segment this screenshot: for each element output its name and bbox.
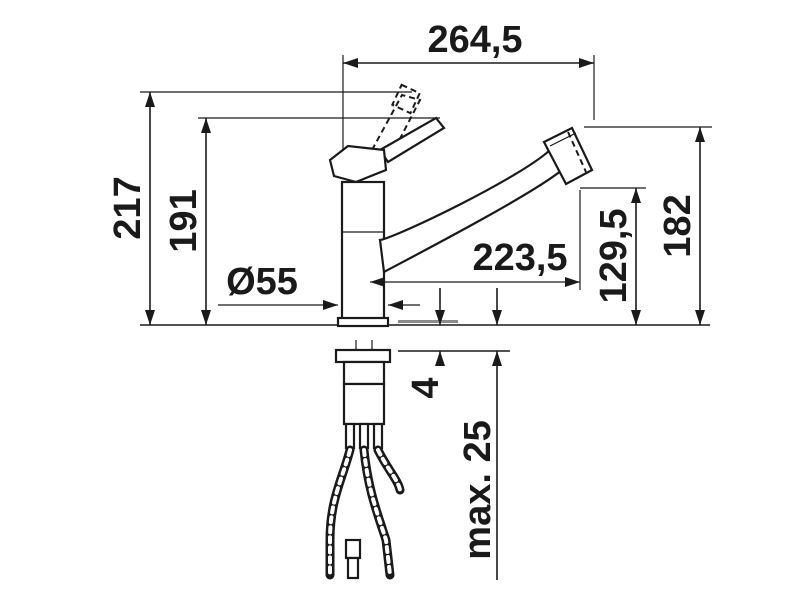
spout-height-high-label: 182 (657, 194, 699, 257)
dim-base-diameter: Ø55 (226, 261, 420, 310)
lever-handle (378, 116, 446, 164)
deck-max-label: max. 25 (457, 420, 499, 559)
dim-overall-height: 217 (107, 91, 412, 325)
deck-lines (140, 281, 710, 352)
dim-deck-max: max. 25 (457, 288, 502, 580)
dim-spout-height-high: 182 (584, 126, 712, 325)
spout-height-low-label: 129,5 (593, 208, 635, 303)
deck-min-label: 4 (405, 377, 447, 398)
body-height-label: 191 (163, 189, 205, 252)
dim-overall-reach: 264,5 (342, 19, 595, 150)
overall-reach-label: 264,5 (427, 19, 522, 61)
mounting-assembly (334, 340, 392, 450)
dim-body-height: 191 (163, 117, 440, 325)
dim-spout-height-low: 129,5 (580, 187, 646, 325)
dim-deck-min: 4 (405, 288, 447, 399)
base-diameter-label: Ø55 (226, 261, 298, 303)
lever-raised-outline (371, 83, 422, 159)
lever-hub (328, 144, 388, 184)
spout-reach-label: 223,5 (472, 237, 567, 279)
base-flange (336, 316, 390, 328)
faucet-column (340, 180, 386, 324)
spray-head (542, 126, 594, 186)
overall-height-label: 217 (107, 176, 149, 239)
dim-spout-reach: 223,5 (370, 190, 581, 290)
faucet-illustration (325, 83, 594, 580)
supply-hoses (325, 445, 405, 580)
